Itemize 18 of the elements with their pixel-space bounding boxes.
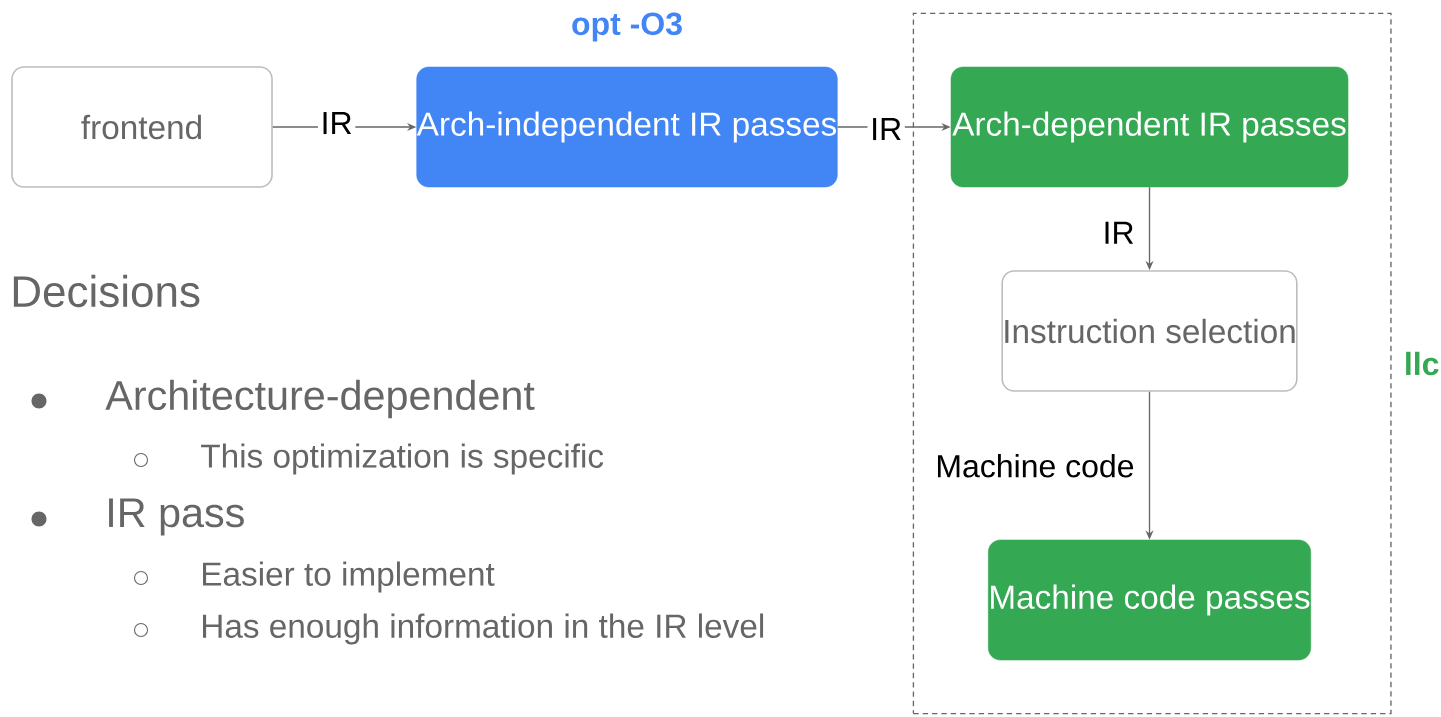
edge-label: Machine code — [932, 451, 1138, 481]
process-box: Machine code passes — [988, 539, 1311, 661]
annotation-label: opt -O3 — [572, 12, 682, 42]
edge-label: IR — [1099, 219, 1138, 247]
process-box: Arch-dependent IR passes — [950, 66, 1349, 188]
process-box: Arch-independent IR passes — [416, 66, 838, 188]
list-item: Has enough information in the IR level — [203, 613, 764, 645]
process-box: frontend — [11, 66, 273, 188]
list-item: Architecture-dependent — [105, 379, 535, 419]
heading: Decisions — [13, 274, 200, 308]
edge-label: IR — [317, 109, 356, 137]
group-heading: llc — [1406, 351, 1439, 376]
list-item: IR pass — [109, 498, 244, 536]
process-box: Instruction selection — [1001, 270, 1298, 392]
list-item: This optimization is specific — [201, 443, 604, 475]
group-frame — [912, 12, 1392, 715]
list-item: Easier to implement — [203, 561, 495, 593]
edge-label: IR — [867, 115, 905, 143]
